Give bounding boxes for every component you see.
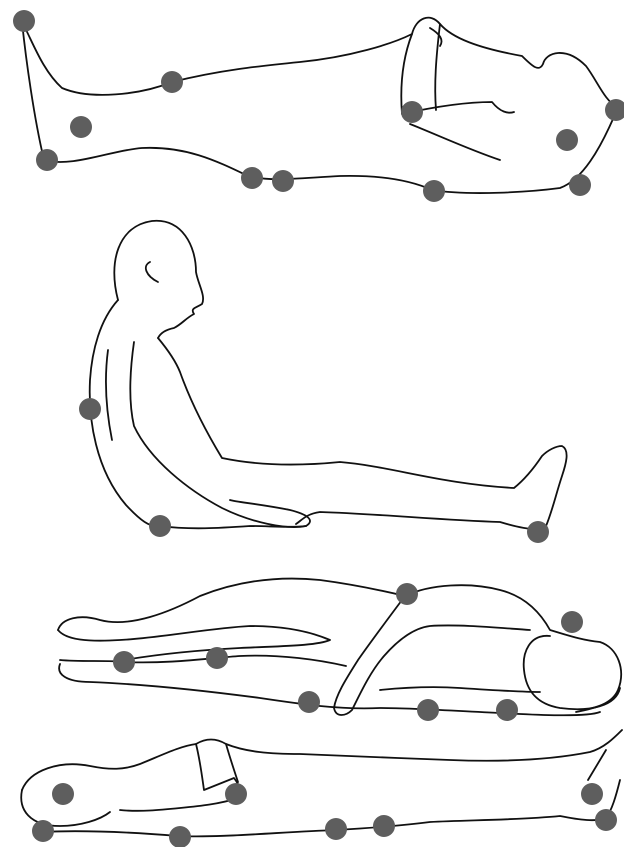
marker-prone-knee-1 (325, 818, 347, 840)
supine-forearm (410, 124, 500, 160)
lateral-arm (334, 596, 530, 715)
prone-forearm (226, 744, 238, 782)
marker-supine-shoulder (556, 129, 578, 151)
marker-supine-heel (13, 10, 35, 32)
marker-lateral-ear (561, 611, 583, 633)
sitting-front-torso (158, 338, 567, 529)
marker-lateral-knee (113, 651, 135, 673)
marker-supine-hip-2 (272, 170, 294, 192)
marker-sitting-spine (79, 398, 101, 420)
marker-prone-shoulder (225, 783, 247, 805)
marker-lateral-shoulder (396, 583, 418, 605)
sitting-buttock (160, 526, 306, 528)
marker-lateral-knee-2 (206, 647, 228, 669)
markers-supine (13, 10, 624, 202)
supine-lower-contour (22, 22, 616, 193)
marker-sitting-heel (527, 521, 549, 543)
marker-supine-heel-lower (36, 149, 58, 171)
sitting-ear (146, 262, 158, 282)
marker-supine-elbow (401, 101, 423, 123)
marker-prone-chin (32, 820, 54, 842)
sitting-back (90, 300, 160, 526)
sitting-arm (130, 342, 310, 527)
supine-upper-contour (22, 18, 618, 108)
lateral-lower-contour (59, 664, 600, 715)
sitting-head (114, 221, 203, 338)
marker-lateral-ribs-2 (496, 699, 518, 721)
marker-prone-knee-2 (373, 815, 395, 837)
lateral-forearm (380, 687, 540, 692)
marker-supine-occiput (569, 174, 591, 196)
prone-foot (588, 750, 606, 780)
lateral-leg-bottom (60, 656, 346, 666)
prone-top-contour (22, 730, 622, 790)
marker-supine-hip-1 (241, 167, 263, 189)
marker-prone-breast (169, 826, 191, 847)
marker-lateral-hip (298, 691, 320, 713)
markers-prone (32, 783, 617, 847)
figure-lateral (58, 579, 621, 716)
lateral-leg-top (58, 626, 330, 660)
marker-prone-toe (581, 783, 603, 805)
marker-supine-sacrum-top (161, 71, 183, 93)
sitting-arm-inner (106, 350, 112, 440)
marker-supine-calf (70, 116, 92, 138)
marker-lateral-ribs-1 (417, 699, 439, 721)
marker-prone-cheek (52, 783, 74, 805)
marker-prone-toe-2 (595, 809, 617, 831)
lateral-head (524, 636, 620, 709)
marker-supine-head (605, 99, 624, 121)
figure-sitting (90, 221, 567, 529)
marker-supine-back (423, 180, 445, 202)
marker-sitting-ischium (149, 515, 171, 537)
figure-prone (21, 730, 622, 836)
figure-supine (22, 18, 618, 193)
supine-arm-upper (401, 34, 514, 114)
prone-arm (120, 744, 240, 811)
